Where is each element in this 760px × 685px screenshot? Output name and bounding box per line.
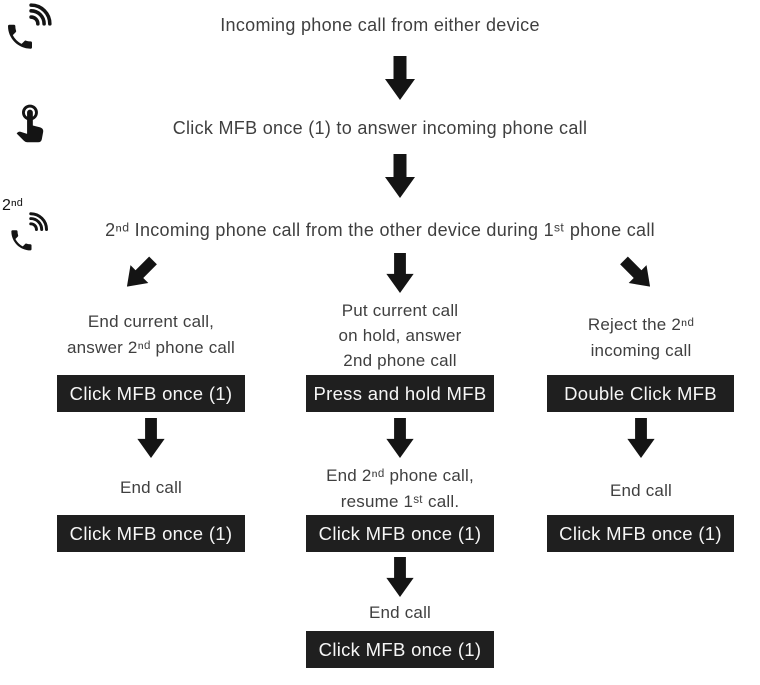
middle-branch-node-2: Click MFB once (1) (306, 515, 494, 552)
step1-text: Incoming phone call from either device (220, 15, 540, 35)
right-branch-node-1: Double Click MFB (547, 375, 734, 412)
incoming-call-icon (4, 2, 54, 54)
middle-branch-node-1: Press and hold MFB (306, 375, 494, 412)
arrow-down-icon (386, 253, 414, 293)
middle-branch-action-label: Put current call on hold, answer 2nd pho… (338, 301, 462, 370)
middle-branch-node-3: Click MFB once (1) (306, 631, 494, 668)
middle-branch-end-label: End call (368, 603, 432, 622)
left-branch-node-2: Click MFB once (1) (57, 515, 245, 552)
step3-text: 2ⁿᵈ Incoming phone call from the other d… (105, 220, 655, 240)
second-incoming-call-icon: 2ⁿᵈ (2, 198, 54, 256)
right-branch-node-2: Click MFB once (1) (547, 515, 734, 552)
arrow-down-left-icon (118, 251, 163, 296)
arrow-down-icon (385, 56, 415, 100)
middle-branch-step2-label: End 2ⁿᵈ phone call, resume 1ˢᵗ call. (326, 466, 474, 511)
arrow-down-icon (385, 154, 415, 198)
left-branch-end-label: End call (119, 478, 183, 497)
arrow-down-icon (137, 418, 165, 458)
left-branch-action-label: End current call, answer 2ⁿᵈ phone call (66, 312, 236, 357)
right-branch-end-label: End call (609, 481, 673, 500)
step2-text: Click MFB once (1) to answer incoming ph… (172, 118, 588, 138)
arrow-down-right-icon (615, 251, 660, 296)
second-call-label: 2ⁿᵈ (2, 197, 23, 214)
right-branch-action-label: Reject the 2ⁿᵈ incoming call (587, 315, 695, 360)
arrow-down-icon (386, 418, 414, 458)
arrow-down-icon (627, 418, 655, 458)
left-branch-node-1: Click MFB once (1) (57, 375, 245, 412)
tap-icon (6, 101, 52, 149)
arrow-down-icon (386, 557, 414, 597)
